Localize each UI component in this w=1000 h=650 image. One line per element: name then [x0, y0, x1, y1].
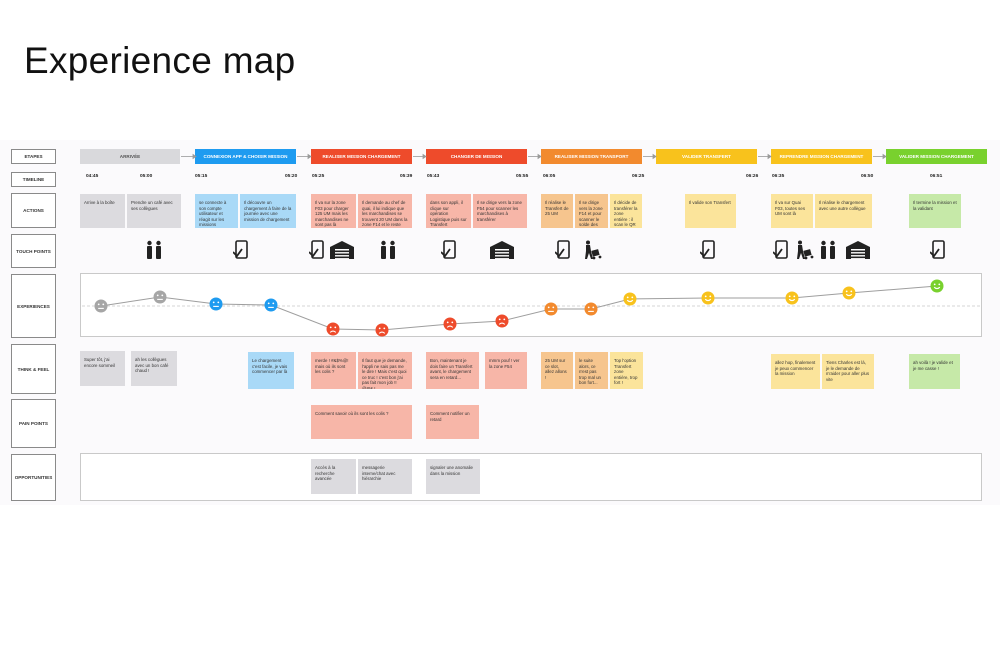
page-title: Experience map — [24, 40, 296, 81]
action-note: se connecte à son compte utilisateur et … — [195, 194, 238, 228]
stage-connexion: CONNEXION APP & CHOISIR MISSION — [195, 149, 296, 164]
row-label-think-feel: THINK & FEEL — [11, 344, 56, 394]
happy-face-icon — [842, 286, 856, 300]
phone-icon — [441, 240, 457, 260]
phone-icon — [930, 240, 946, 260]
happy-face-icon — [701, 291, 715, 305]
think-feel-note: ah les collègues avec un bon café chaud … — [131, 351, 177, 386]
action-note: Il va sur la zone F03 pour charger 125 U… — [311, 194, 356, 228]
opportunity-note: messagerie interne/chat avec hiérarchie — [358, 459, 412, 494]
timeline-time: 06:26 — [746, 174, 759, 179]
pallet-jack-icon — [583, 240, 603, 260]
timeline-time: 06:35 — [772, 174, 785, 179]
sad-face-icon — [495, 314, 509, 328]
neutral-face-icon — [264, 298, 278, 312]
think-feel-note: Tiens Charles est là, je le demande de m… — [822, 354, 874, 389]
opportunity-note: Accès à la recherche avancée — [311, 459, 356, 494]
warehouse-icon — [330, 240, 354, 260]
pallet-jack-icon — [795, 240, 815, 260]
happy-face-icon — [623, 292, 637, 306]
phone-icon — [773, 240, 789, 260]
stage-realiser-transport: REALISER MISSION TRANSPORT — [541, 149, 642, 164]
row-label-pain-points: PAIN POINTS — [11, 399, 56, 448]
opportunity-note: signaler une anomalie dans la mission — [426, 459, 480, 494]
row-label-touch-points: TOUCH POINTS — [11, 234, 56, 268]
timeline-time: 06:50 — [861, 174, 874, 179]
stage-valider-chargement: VALIDER MISSION CHARGEMENT — [886, 149, 987, 164]
row-label-opportunities: OPPORTUNITIES — [11, 454, 56, 501]
think-feel-note: Il faut que je demande, l'appli ne sais … — [358, 352, 412, 389]
pain-point-note: Comment savoir où ils sont les colis ? — [311, 405, 412, 439]
timeline-time: 05:20 — [285, 174, 298, 179]
stage-arrivee: ARRIVÉE — [80, 149, 180, 164]
action-note: Il réalise le Transfert de 25 UM — [541, 194, 573, 228]
action-note: Il décide de transférer la zone entière … — [610, 194, 642, 228]
action-note: Il termine la mission et la validant — [909, 194, 961, 228]
think-feel-note: mmm pouf ! ver la zone F54 — [485, 352, 527, 389]
think-feel-note: allez hop, finalement je peux commencer … — [771, 354, 820, 389]
sad-face-icon — [375, 323, 389, 337]
people-icon — [145, 240, 163, 260]
row-label-etapes: ETAPES — [11, 149, 56, 164]
think-feel-note: Top l'option Transfert zone entière, tro… — [610, 352, 643, 389]
timeline-time: 04:45 — [86, 174, 99, 179]
pain-point-note: Comment notifier un retard — [426, 405, 479, 439]
stage-realiser-chargement: REALISER MISSION CHARGEMENT — [311, 149, 412, 164]
action-note: Prendre un café avec ses collègues — [127, 194, 181, 228]
neutral-face-icon — [209, 297, 223, 311]
experience-line — [100, 285, 938, 331]
action-note: Il demande au chef de quai, il lui indiq… — [358, 194, 412, 228]
think-feel-note: 25 UM sur ce slot, allez allons ! — [541, 352, 573, 389]
timeline-time: 05:15 — [195, 174, 208, 179]
warehouse-icon — [490, 240, 514, 260]
think-feel-note: le suite alors, ce n'est pas trop mal un… — [575, 352, 608, 389]
phone-icon — [309, 240, 325, 260]
action-note: Il valide son Transfert — [685, 194, 736, 228]
happy-face-icon — [930, 279, 944, 293]
timeline-time: 06:51 — [930, 174, 943, 179]
think-feel-note: merde ! #&$%@! mais où ils sont les coli… — [311, 352, 356, 389]
stage-valider-transfert: VALIDER TRANSFERT — [656, 149, 757, 164]
timeline-time: 05:25 — [312, 174, 325, 179]
think-feel-note: Le chargement c'est facile, je vais comm… — [248, 352, 294, 389]
sad-face-icon — [443, 317, 457, 331]
timeline-time: 05:00 — [140, 174, 153, 179]
neutral-face-icon — [153, 290, 167, 304]
experiences-panel — [80, 273, 982, 337]
people-icon — [379, 240, 397, 260]
action-note: Il se dirige vers la zone F14 et pour sc… — [575, 194, 608, 228]
timeline-time: 06:25 — [632, 174, 645, 179]
stage-reprendre-chargement: REPRENDRE MISSION CHARGEMENT — [771, 149, 872, 164]
neutral-face-icon — [544, 302, 558, 316]
timeline-time: 05:43 — [427, 174, 440, 179]
row-label-timeline: TIMELINE — [11, 172, 56, 187]
think-feel-note: Bon, maintenant je dois faire un Transfe… — [426, 352, 479, 389]
warehouse-icon — [846, 240, 870, 260]
action-note: Il va sur Quai F03, toutes ses UM sont l… — [771, 194, 813, 228]
neutral-face-icon — [584, 302, 598, 316]
people-icon — [819, 240, 837, 260]
stage-arrows — [181, 153, 887, 160]
action-note: Il se dirige vers la zone F54 pour scann… — [473, 194, 527, 228]
timeline-time: 05:55 — [516, 174, 529, 179]
sad-face-icon — [326, 322, 340, 336]
stage-changer-mission: CHANGER DE MISSION — [426, 149, 527, 164]
action-note: Il réalise le chargement avec une autre … — [815, 194, 872, 228]
row-label-actions: ACTIONS — [11, 193, 56, 228]
opportunities-panel — [80, 453, 982, 501]
phone-icon — [555, 240, 571, 260]
action-note: Il découvre un chargement à faire de la … — [240, 194, 296, 228]
timeline-time: 05:39 — [400, 174, 413, 179]
action-note: Arrive à la boîte — [80, 194, 125, 228]
phone-icon — [700, 240, 716, 260]
neutral-face-icon — [94, 299, 108, 313]
think-feel-note: ah voilà ! je valide et je me casse ! — [909, 354, 960, 389]
row-label-experiences: EXPERIENCES — [11, 274, 56, 338]
happy-face-icon — [785, 291, 799, 305]
action-note: dans son appli, il clique sur opération … — [426, 194, 471, 228]
phone-icon — [233, 240, 249, 260]
think-feel-note: Super tôt, j'ai encore sommeil — [80, 351, 125, 386]
timeline-time: 06:05 — [543, 174, 556, 179]
